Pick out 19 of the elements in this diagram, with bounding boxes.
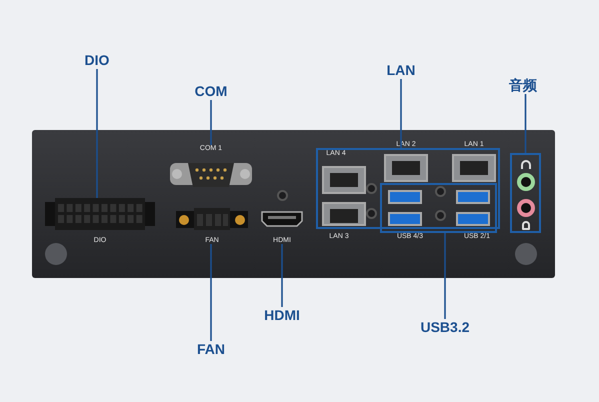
hdmi-port — [260, 210, 304, 244]
callout-label: LAN — [375, 62, 427, 79]
callout-label: COM — [185, 83, 237, 100]
leader-line — [96, 69, 98, 198]
callout-label: USB3.2 — [419, 319, 471, 336]
leader-line — [210, 100, 212, 145]
leader-line — [444, 233, 446, 319]
callout-label: DIO — [71, 52, 123, 69]
port-group-outline — [510, 153, 541, 233]
callout-label: 音频 — [497, 77, 549, 94]
leader-line — [210, 244, 212, 341]
callout-label: FAN — [185, 341, 237, 358]
leader-line — [400, 79, 402, 148]
terminal-block-connector — [45, 198, 155, 244]
leader-line — [281, 244, 283, 307]
callout-label: HDMI — [256, 307, 308, 324]
leader-line — [524, 94, 526, 153]
port-group-outline — [380, 183, 497, 233]
terminal-block-connector — [176, 208, 248, 244]
